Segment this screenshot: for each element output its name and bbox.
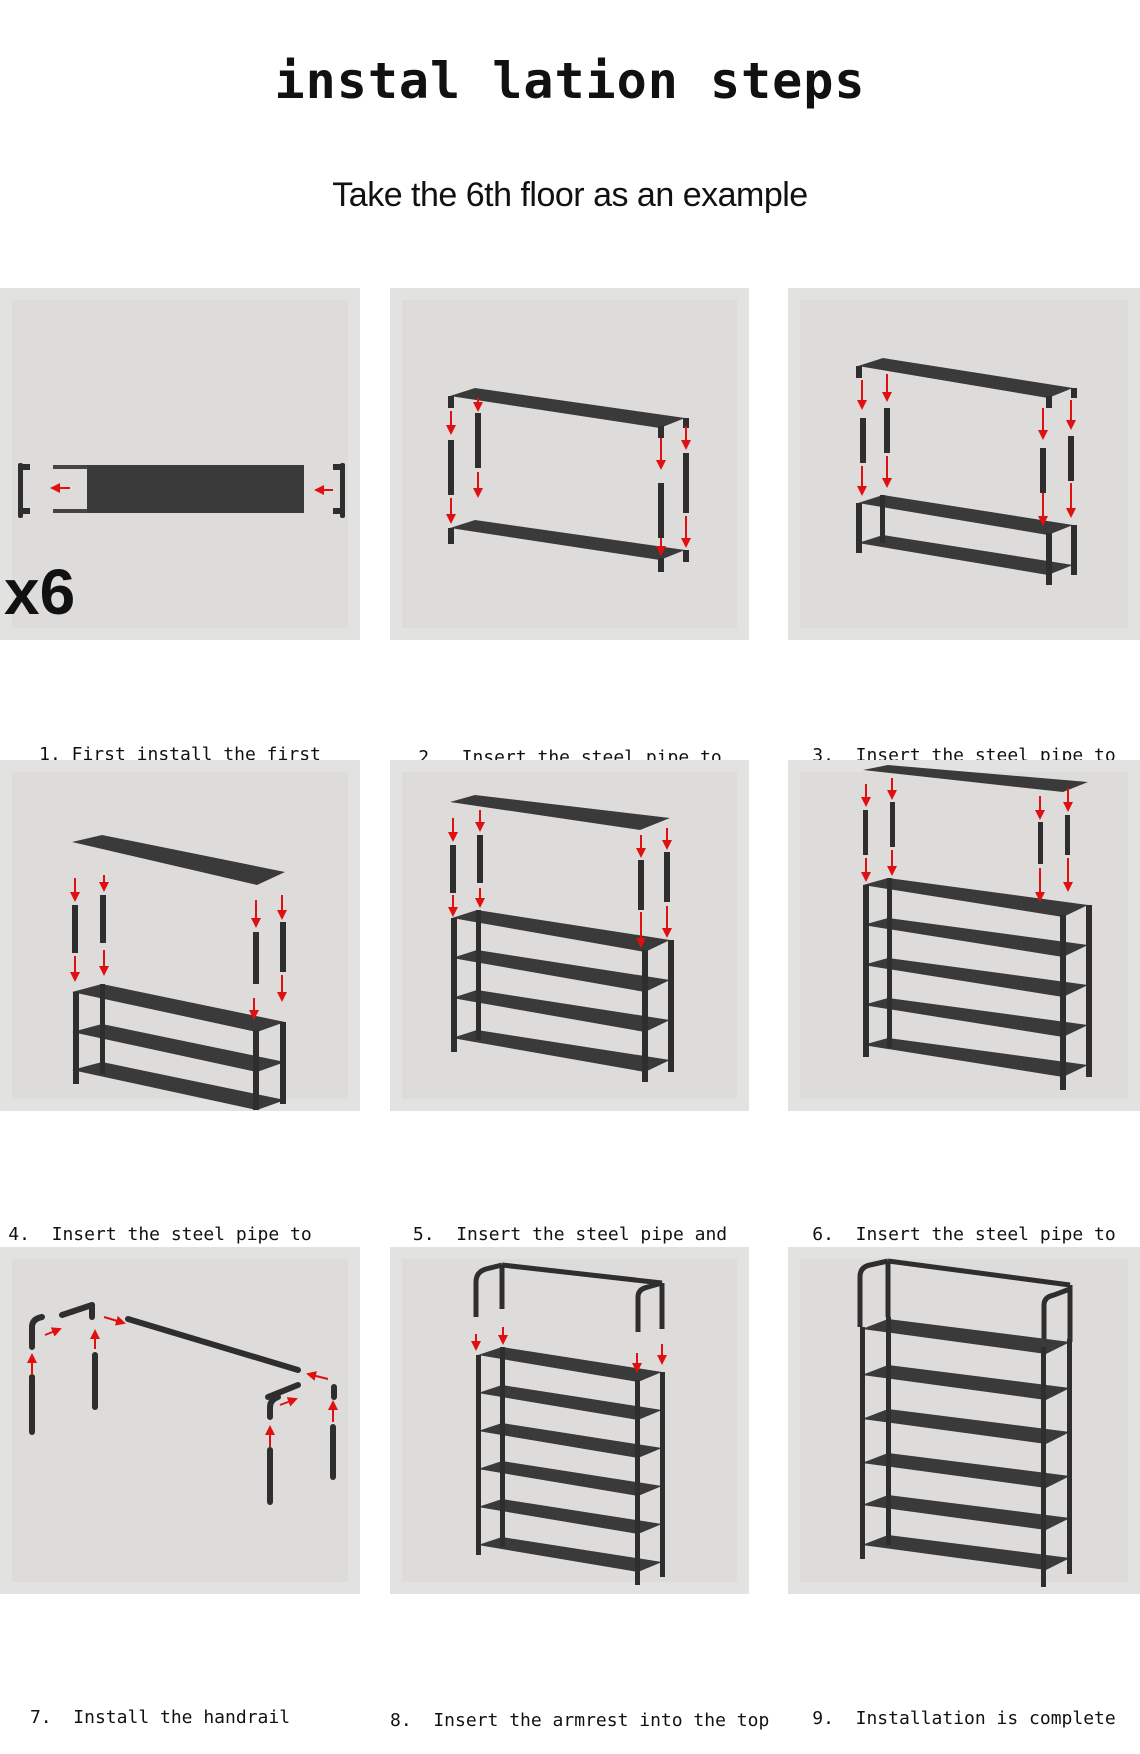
end-bracket-right	[333, 463, 345, 518]
shelf-board	[87, 465, 304, 513]
step-9-caption: 9. Installation is complete	[788, 1664, 1140, 1752]
step-1-panel	[0, 288, 360, 640]
three-layer-assembly-illustration	[856, 358, 1077, 585]
step-7-caption-line1: 7. Install the handrail	[29, 1707, 291, 1728]
step-6-panel	[788, 760, 1140, 1111]
step-4-caption-line1: 4. Insert the steel pipe to	[8, 1224, 312, 1245]
step-3-panel	[788, 288, 1140, 640]
page-subtitle: Take the 6th floor as an example	[332, 176, 808, 214]
step-6-caption-line1: 6. Insert the steel pipe to	[812, 1224, 1116, 1245]
step-2-panel	[390, 288, 749, 640]
step-4-panel	[0, 760, 360, 1111]
completed-shoe-rack-illustration	[857, 1258, 1073, 1587]
six-layer-assembly-illustration	[861, 765, 1092, 1090]
page-title: instal lation steps	[274, 52, 866, 110]
two-layer-assembly-illustration	[446, 388, 691, 572]
step-5-panel	[390, 760, 749, 1111]
step-8-panel	[390, 1247, 749, 1594]
step-7-panel	[0, 1247, 360, 1594]
step-8-caption: 8. Insert the armrest into the top	[390, 1666, 770, 1754]
four-layer-assembly-illustration	[70, 835, 287, 1110]
step-5-caption-line1: 5. Insert the steel pipe and	[412, 1224, 728, 1245]
shelf-base-assembly-illustration	[18, 463, 345, 518]
end-bracket-left	[18, 463, 30, 518]
step-1-caption-line1: 1. First install the first	[39, 744, 321, 765]
step-9-caption-line1: 9. Installation is complete	[812, 1708, 1116, 1729]
handrail-assembly-illustration	[27, 1302, 338, 1505]
step-8-caption-line1: 8. Insert the armrest into the top	[390, 1710, 770, 1731]
five-layer-assembly-illustration	[448, 795, 674, 1082]
armrest-insert-illustration	[471, 1262, 667, 1585]
quantity-badge: x6	[4, 556, 76, 628]
step-9-panel	[788, 1247, 1140, 1594]
step-7-caption: 7. Install the handrail	[0, 1663, 320, 1751]
